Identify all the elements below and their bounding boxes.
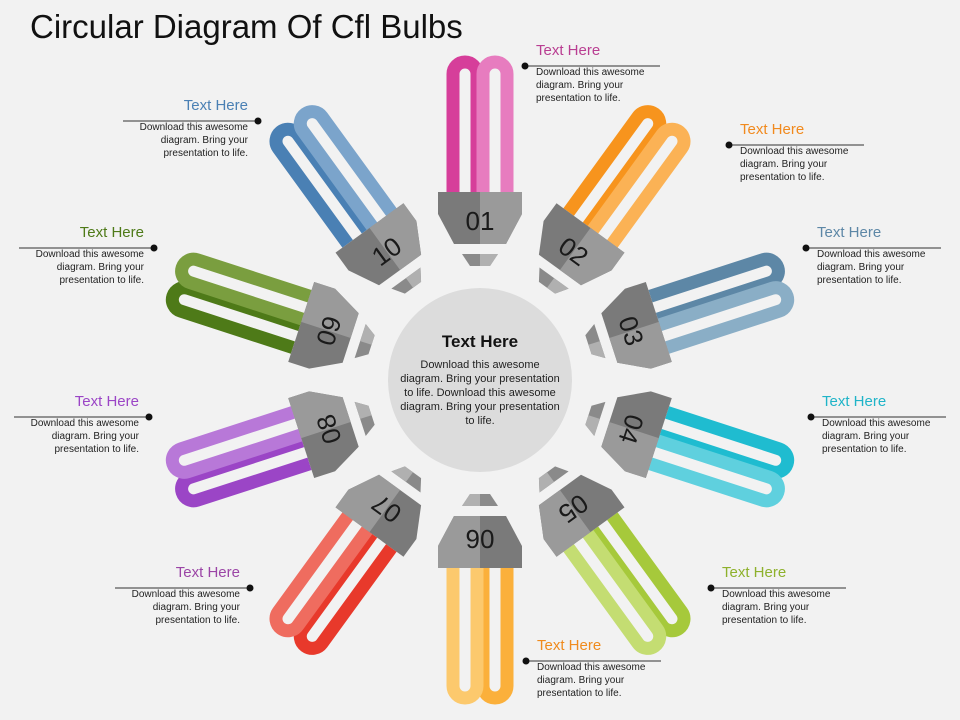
- bulb-label-06: 06: [466, 524, 495, 554]
- callout-07-body: Download this awesome diagram. Bring you…: [131, 589, 240, 626]
- bulb-06: 06: [438, 494, 522, 705]
- callout-dot-6: [522, 657, 530, 665]
- callout-03-body: Download this awesome diagram. Bring you…: [817, 249, 926, 286]
- callout-08-title: Text Here: [74, 393, 139, 410]
- center-body-text: Download this awesome diagram. Bring you…: [400, 359, 560, 427]
- callout-01-body: Download this awesome diagram. Bring you…: [536, 67, 645, 104]
- bulb-05: 05: [538, 466, 691, 655]
- callout-01-title: Text Here: [536, 42, 601, 59]
- bulb-10: 10: [269, 105, 422, 294]
- callout-02-title: Text Here: [740, 121, 805, 138]
- callout-02-body: Download this awesome diagram. Bring you…: [740, 146, 849, 183]
- callout-dot-8: [145, 413, 153, 421]
- callout-04-body: Download this awesome diagram. Bring you…: [822, 418, 931, 455]
- callout-09: Text Here Download this awesome diagram.…: [19, 224, 144, 287]
- callout-dot-2: [725, 141, 733, 149]
- callout-10: Text Here Download this awesome diagram.…: [123, 97, 248, 160]
- center-circle: [388, 288, 572, 472]
- bulb-09: 09: [165, 252, 375, 369]
- bulb-07: 07: [269, 466, 422, 655]
- page-title: Circular Diagram Of Cfl Bulbs: [30, 8, 463, 45]
- callout-04-title: Text Here: [822, 393, 887, 410]
- callout-09-body: Download this awesome diagram. Bring you…: [35, 249, 144, 286]
- callout-02: Text Here Download this awesome diagram.…: [740, 121, 865, 184]
- callout-03-title: Text Here: [817, 224, 882, 241]
- center-heading: Text Here: [441, 332, 519, 351]
- bulb-02: 02: [538, 105, 691, 294]
- callout-06-title: Text Here: [537, 637, 602, 654]
- bulb-04: 04: [585, 391, 795, 508]
- bulb-label-01: 01: [466, 206, 495, 236]
- callout-dot-7: [246, 584, 254, 592]
- bulb-08: 08: [165, 391, 375, 508]
- callout-01: Text Here Download this awesome diagram.…: [536, 42, 661, 105]
- callout-dot-5: [707, 584, 715, 592]
- callout-07-title: Text Here: [175, 564, 240, 581]
- bulb-03: 03: [585, 252, 795, 369]
- callout-07: Text Here Download this awesome diagram.…: [115, 564, 240, 627]
- callout-06-body: Download this awesome diagram. Bring you…: [537, 662, 646, 699]
- callout-06: Text Here Download this awesome diagram.…: [537, 637, 662, 700]
- callout-03: Text Here Download this awesome diagram.…: [817, 224, 942, 287]
- callout-04: Text Here Download this awesome diagram.…: [822, 393, 947, 456]
- callout-10-body: Download this awesome diagram. Bring you…: [139, 122, 248, 159]
- callout-dot-4: [807, 413, 815, 421]
- bulb-01: 01: [438, 55, 522, 266]
- callout-08: Text Here Download this awesome diagram.…: [14, 393, 139, 456]
- callout-10-title: Text Here: [183, 97, 248, 114]
- center-text-block: Text Here Download this awesome diagram.…: [390, 290, 570, 470]
- callout-dot-9: [150, 244, 158, 252]
- callout-dot-10: [254, 117, 262, 125]
- callout-dot-1: [521, 62, 529, 70]
- callout-08-body: Download this awesome diagram. Bring you…: [30, 418, 139, 455]
- callout-09-title: Text Here: [79, 224, 144, 241]
- callout-05-title: Text Here: [722, 564, 787, 581]
- callout-05: Text Here Download this awesome diagram.…: [722, 564, 847, 627]
- callout-dot-3: [802, 244, 810, 252]
- callout-05-body: Download this awesome diagram. Bring you…: [722, 589, 831, 626]
